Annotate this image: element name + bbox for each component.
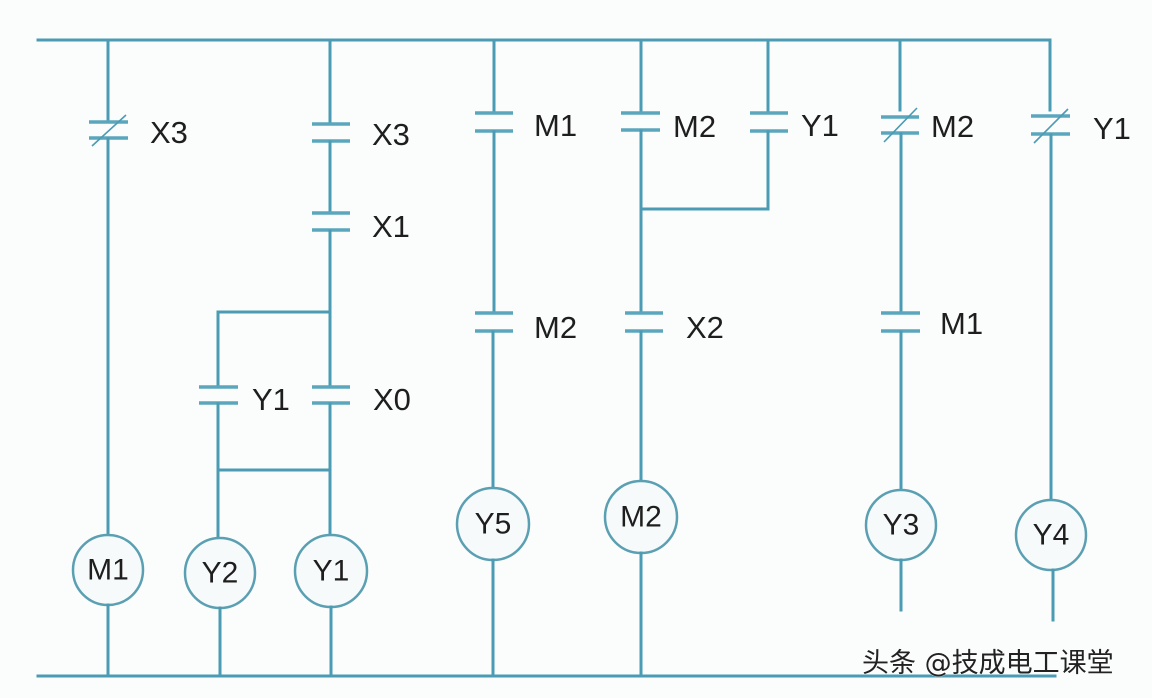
coil-y4 — [1014, 498, 1088, 572]
normally-open-contact-y1 — [750, 111, 788, 133]
normally-open-contact-m2 — [621, 111, 660, 132]
normally-open-contact-m2 — [475, 311, 513, 333]
watermark-text: 头条 @技成电工课堂 — [862, 648, 1114, 679]
coil-label: Y1 — [313, 555, 350, 588]
normally-open-contact-m1 — [881, 311, 920, 333]
normally-open-contact-x2 — [625, 311, 663, 333]
contact-label: Y1 — [1093, 111, 1131, 146]
contact-label: X2 — [686, 310, 724, 345]
rung-5: M2 M1 Y3 — [864, 38, 983, 612]
rung-1: X3 M1 — [71, 38, 188, 678]
coil-label: Y3 — [883, 509, 920, 542]
contact-label: Y1 — [801, 108, 839, 143]
contact-label: M2 — [931, 109, 974, 144]
normally-open-contact-x1 — [312, 211, 350, 232]
contact-label: X3 — [150, 115, 188, 150]
coil-label: M2 — [620, 501, 662, 534]
contact-label: M1 — [940, 306, 983, 341]
rung-2: X3 X1 Y1 X0 Y2 Y1 — [183, 38, 411, 678]
contact-label: M2 — [673, 109, 716, 144]
contact-label: X1 — [372, 209, 410, 244]
contact-label: X3 — [372, 117, 410, 152]
coil-label: Y5 — [475, 508, 512, 541]
normally-open-contact-y1 — [199, 385, 238, 405]
contact-label: X0 — [373, 382, 411, 417]
normally-open-contact-x3 — [312, 122, 350, 143]
normally-open-contact-x0 — [312, 385, 350, 405]
normally-open-contact-m1 — [475, 111, 513, 133]
rung-3: M1 M2 Y5 — [455, 38, 577, 678]
coil-label: M1 — [87, 554, 129, 587]
contact-label: M1 — [534, 108, 577, 143]
contact-label: Y1 — [252, 382, 290, 417]
rung-6: Y1 Y4 — [1014, 38, 1131, 622]
coil-label: Y2 — [202, 557, 239, 590]
contact-label: M2 — [534, 310, 577, 345]
coil-label: Y4 — [1033, 519, 1070, 552]
rung-4: M2 Y1 X2 M2 — [603, 38, 839, 678]
